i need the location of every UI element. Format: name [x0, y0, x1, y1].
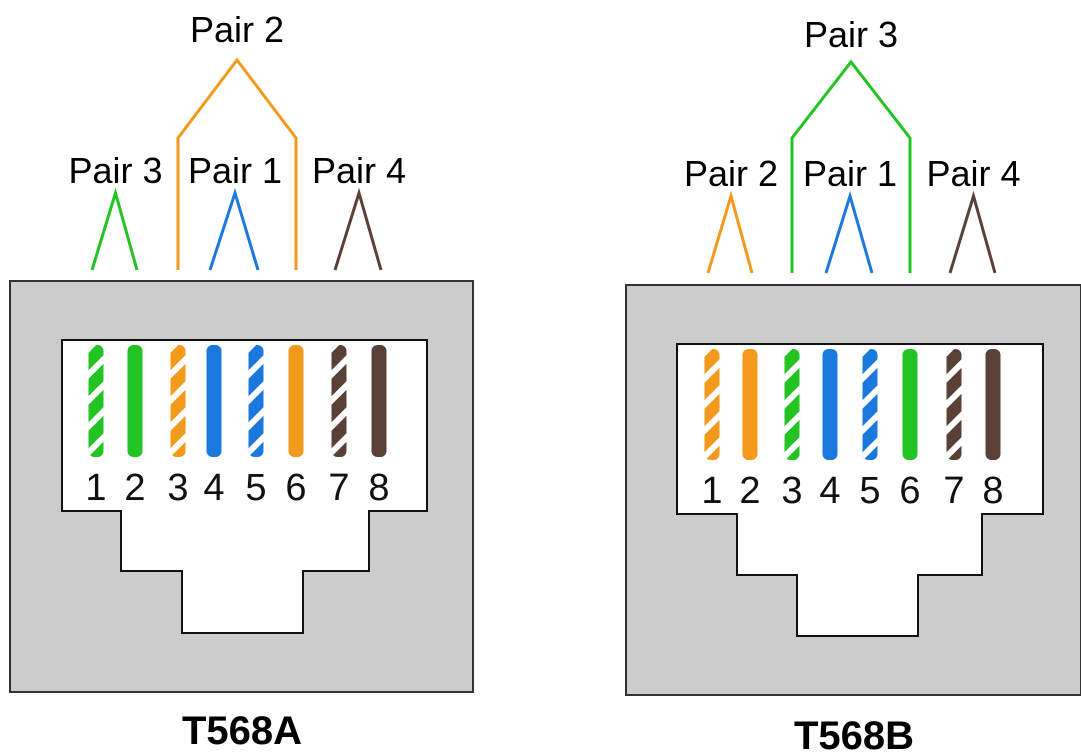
standard-title: T568B	[794, 714, 914, 755]
wire-stripe	[170, 354, 186, 380]
pin-number: 6	[285, 467, 306, 509]
wire-blue-solid	[822, 349, 838, 460]
wire-blue-solid	[206, 345, 222, 457]
pin-number: 2	[124, 467, 145, 509]
wire-group	[704, 349, 1001, 460]
wire-brown-solid	[371, 345, 387, 457]
wire-group	[88, 345, 387, 457]
pin-number: 7	[328, 467, 349, 509]
pin-number: 8	[368, 467, 389, 509]
pair-connector-line	[90, 187, 139, 271]
wire-stripe	[248, 432, 264, 457]
pin-number: 5	[859, 470, 880, 512]
wire-stripe	[248, 406, 264, 432]
pin-number: 6	[899, 470, 920, 512]
wire-stripe	[88, 354, 104, 380]
pin-number: 5	[245, 467, 266, 509]
wire-stripe	[862, 384, 878, 410]
wire-stripe	[704, 436, 720, 460]
pair-connector-group	[90, 57, 383, 271]
pair-label: Pair 4	[312, 150, 406, 191]
pin-number: 1	[85, 467, 106, 509]
wire-stripe	[88, 432, 104, 457]
pair-connector-line	[208, 187, 260, 271]
pair-connector-line	[706, 190, 754, 274]
pair-label: Pair 1	[803, 153, 897, 194]
wire-stripe-pattern	[331, 345, 347, 457]
wire-stripe	[170, 406, 186, 432]
wire-stripe	[170, 432, 186, 457]
standard-title: T568A	[182, 709, 302, 753]
pin-number: 7	[943, 470, 964, 512]
pin-number: 8	[982, 470, 1003, 512]
pair-label: Pair 2	[684, 153, 778, 194]
wire-stripe	[88, 380, 104, 406]
wire-stripe	[331, 406, 347, 432]
wire-stripe	[784, 384, 800, 410]
wire-stripe	[946, 410, 962, 436]
wire-stripe	[170, 380, 186, 406]
wire-stripe	[946, 436, 962, 460]
wire-stripe	[704, 358, 720, 384]
pair-connector-line	[948, 190, 997, 274]
wire-stripe	[331, 432, 347, 457]
wire-green-solid	[127, 345, 143, 457]
wire-stripe	[248, 380, 264, 406]
wire-stripe	[862, 410, 878, 436]
wire-stripe	[331, 354, 347, 380]
wire-stripe	[946, 384, 962, 410]
pin-number: 4	[819, 470, 840, 512]
pair-connector-line	[333, 187, 383, 271]
pair-connector-line	[176, 57, 298, 270]
pin-number: 4	[203, 467, 224, 509]
pin-number: 2	[739, 470, 760, 512]
pair-label: Pair 3	[804, 14, 898, 55]
wire-stripe	[248, 354, 264, 380]
wire-stripe	[704, 410, 720, 436]
pin-number: 1	[701, 470, 722, 512]
wire-orange-solid	[288, 345, 304, 457]
wire-stripe	[862, 436, 878, 460]
wire-orange-solid	[742, 349, 758, 460]
wire-stripe	[784, 358, 800, 384]
wire-stripe	[331, 380, 347, 406]
wire-stripe	[784, 410, 800, 436]
pair-label-group: Pair 2 Pair 3 Pair 1 Pair 4	[68, 9, 406, 191]
wire-brown-solid	[985, 349, 1001, 460]
pin-number: 3	[167, 467, 188, 509]
pair-connector-group	[706, 59, 997, 274]
pin-number: 3	[781, 470, 802, 512]
wire-stripe	[862, 358, 878, 384]
pair-label: Pair 1	[188, 150, 282, 191]
wire-green-solid	[902, 349, 918, 460]
wire-stripe	[88, 406, 104, 432]
pair-label: Pair 3	[68, 150, 162, 191]
wire-stripe	[704, 384, 720, 410]
pair-label: Pair 2	[190, 9, 284, 50]
pair-connector-line	[824, 190, 874, 274]
pair-label-group: Pair 3 Pair 2 Pair 1 Pair 4	[684, 14, 1021, 194]
pair-label: Pair 4	[926, 153, 1020, 194]
wire-stripe	[946, 358, 962, 384]
wire-stripe	[784, 436, 800, 460]
pair-connector-line	[790, 59, 912, 273]
